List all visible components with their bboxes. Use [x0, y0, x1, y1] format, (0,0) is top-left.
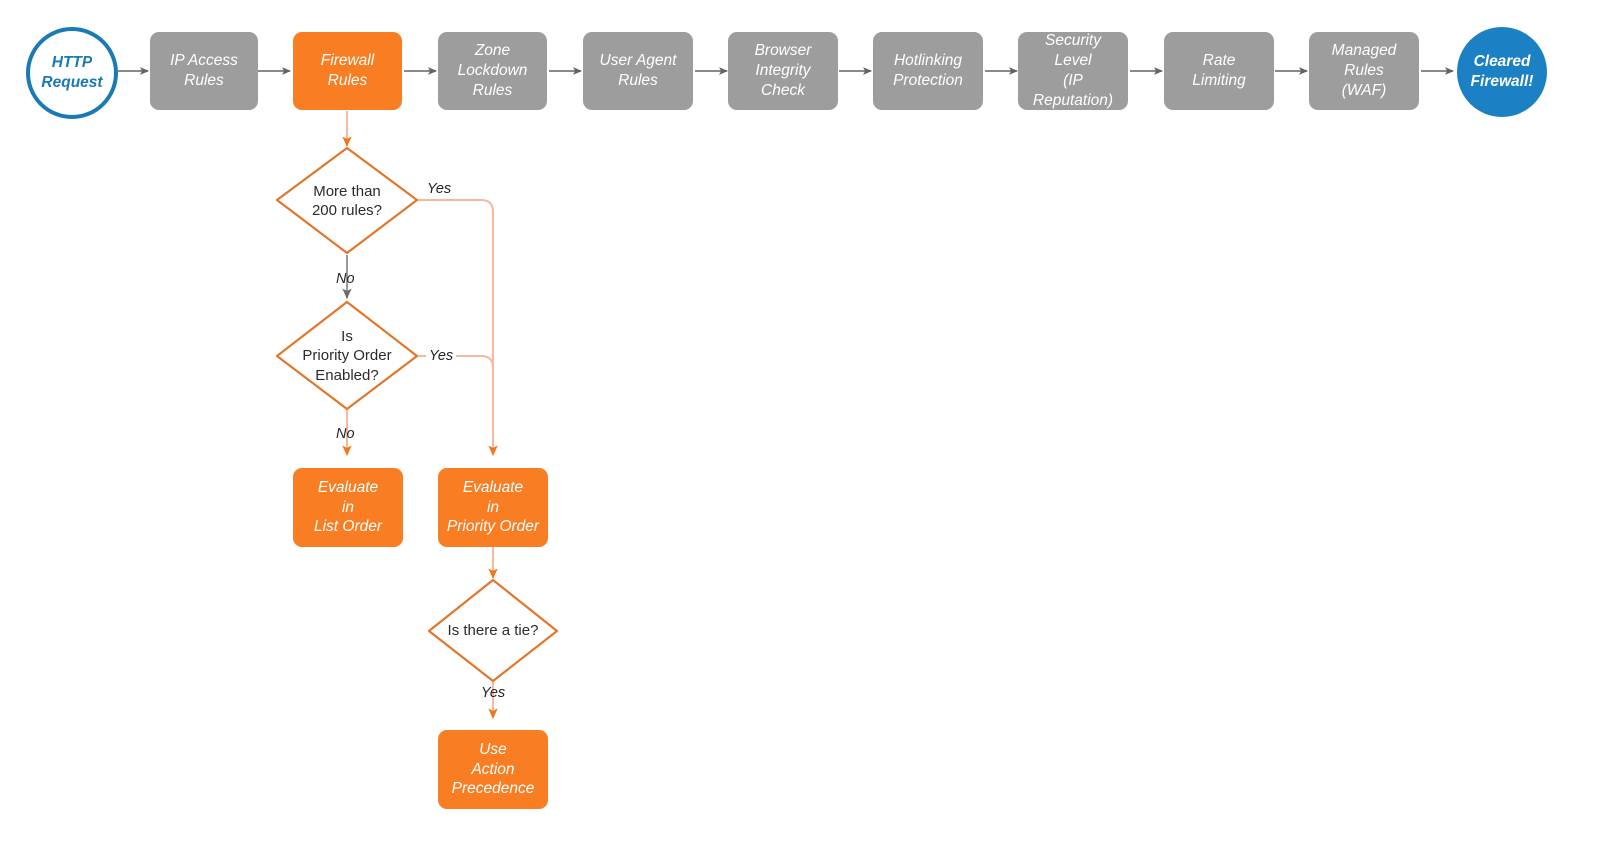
node-ip-access-rules[interactable]: IP Access Rules	[150, 32, 258, 110]
rate-limiting-line1: Rate	[1202, 52, 1236, 70]
security-level-line3: (IP Reputation)	[1032, 72, 1114, 109]
diamond-outlines	[275, 146, 559, 683]
diamond-shape-tie	[427, 578, 559, 683]
zone-lockdown-rules-line3: Rules	[472, 81, 513, 99]
rate-limiting-line2: Limiting	[1192, 72, 1246, 89]
decision-more200-line1: More than	[313, 182, 381, 200]
node-evaluate-in-list-order[interactable]: Evaluate in List Order	[293, 468, 403, 547]
node-http-request[interactable]: HTTP Request	[26, 27, 118, 119]
ip-access-rules-line2: Rules	[184, 72, 224, 89]
evaluate-list-order-line2: in	[341, 498, 355, 516]
security-level-line2: Level	[1054, 52, 1092, 70]
edge-label-more200-no: No	[336, 271, 355, 287]
node-hotlinking-protection[interactable]: Hotlinking Protection	[873, 32, 983, 110]
use-action-precedence-line3: Precedence	[451, 780, 535, 798]
evaluate-list-order-line3: List Order	[313, 518, 383, 536]
browser-integrity-line1: Browser	[754, 42, 812, 60]
node-decision-is-there-a-tie[interactable]: Is there a tie?	[429, 580, 557, 681]
edge-label-tie-yes: Yes	[481, 685, 506, 701]
decision-tie-label: Is there a tie?	[429, 580, 557, 681]
user-agent-rules-line2: Rules	[618, 72, 658, 89]
user-agent-rules-line1: User Agent	[599, 52, 677, 70]
evaluate-priority-order-line2: in	[486, 498, 500, 516]
node-rate-limiting[interactable]: Rate Limiting	[1164, 32, 1274, 110]
managed-rules-line3: (WAF)	[1341, 81, 1387, 99]
node-managed-rules-waf[interactable]: Managed Rules (WAF)	[1309, 32, 1419, 110]
diamond-shape-more200	[275, 146, 419, 255]
use-action-precedence-line1: Use	[479, 740, 507, 758]
edge-priority-yes	[418, 355, 494, 430]
node-user-agent-rules[interactable]: User Agent Rules	[583, 32, 693, 110]
managed-rules-line2: Rules	[1344, 62, 1384, 80]
node-decision-more-than-200-rules[interactable]: More than 200 rules?	[277, 148, 417, 254]
http-request-line2: Request	[41, 74, 103, 91]
edge-more200-yes	[418, 199, 498, 456]
node-security-level[interactable]: Security Level (IP Reputation)	[1018, 32, 1128, 110]
cleared-firewall-line2: Firewall!	[1470, 73, 1534, 90]
decision-priority-line3: Enabled?	[315, 366, 379, 384]
decision-priority-label: Is Priority Order Enabled?	[277, 302, 417, 410]
node-evaluate-in-priority-order[interactable]: Evaluate in Priority Order	[438, 468, 548, 547]
decision-more200-line2: 200 rules?	[311, 202, 383, 219]
edge-label-more200-yes: Yes	[427, 181, 452, 197]
decision-priority-line2: Priority Order	[302, 347, 392, 365]
use-action-precedence-line2: Action	[471, 760, 515, 778]
node-browser-integrity-check[interactable]: Browser Integrity Check	[728, 32, 838, 110]
diamond-shape-priority	[275, 300, 419, 411]
node-cleared-firewall[interactable]: Cleared Firewall!	[1457, 27, 1547, 117]
zone-lockdown-rules-line2: Lockdown	[457, 62, 528, 80]
decision-priority-line1: Is	[341, 327, 353, 345]
evaluate-priority-order-line3: Priority Order	[446, 518, 540, 536]
browser-integrity-line3: Check	[761, 81, 805, 99]
managed-rules-line1: Managed	[1331, 42, 1397, 60]
firewall-rules-line2: Rules	[327, 72, 368, 89]
decision-more200-label: More than 200 rules?	[277, 148, 417, 254]
browser-integrity-line2: Integrity	[755, 62, 811, 80]
firewall-rules-line1: Firewall	[320, 52, 375, 70]
security-level-line1: Security	[1045, 32, 1101, 50]
node-zone-lockdown-rules[interactable]: Zone Lockdown Rules	[438, 32, 547, 110]
hotlinking-protection-line1: Hotlinking	[893, 52, 963, 70]
edge-label-priority-yes: Yes	[426, 348, 457, 364]
edge-label-priority-no: No	[336, 426, 355, 442]
node-use-action-precedence[interactable]: Use Action Precedence	[438, 730, 548, 809]
decision-tie-line1: Is there a tie?	[447, 621, 539, 639]
node-decision-priority-order-enabled[interactable]: Is Priority Order Enabled?	[277, 302, 417, 410]
http-request-line1: HTTP	[51, 54, 93, 72]
zone-lockdown-rules-line1: Zone	[474, 42, 511, 60]
cleared-firewall-line1: Cleared	[1473, 53, 1531, 71]
evaluate-priority-order-line1: Evaluate	[462, 478, 524, 496]
ip-access-rules-line1: IP Access	[170, 52, 238, 70]
hotlinking-protection-line2: Protection	[893, 72, 963, 89]
evaluate-list-order-line1: Evaluate	[317, 478, 379, 496]
node-firewall-rules[interactable]: Firewall Rules	[293, 32, 402, 110]
